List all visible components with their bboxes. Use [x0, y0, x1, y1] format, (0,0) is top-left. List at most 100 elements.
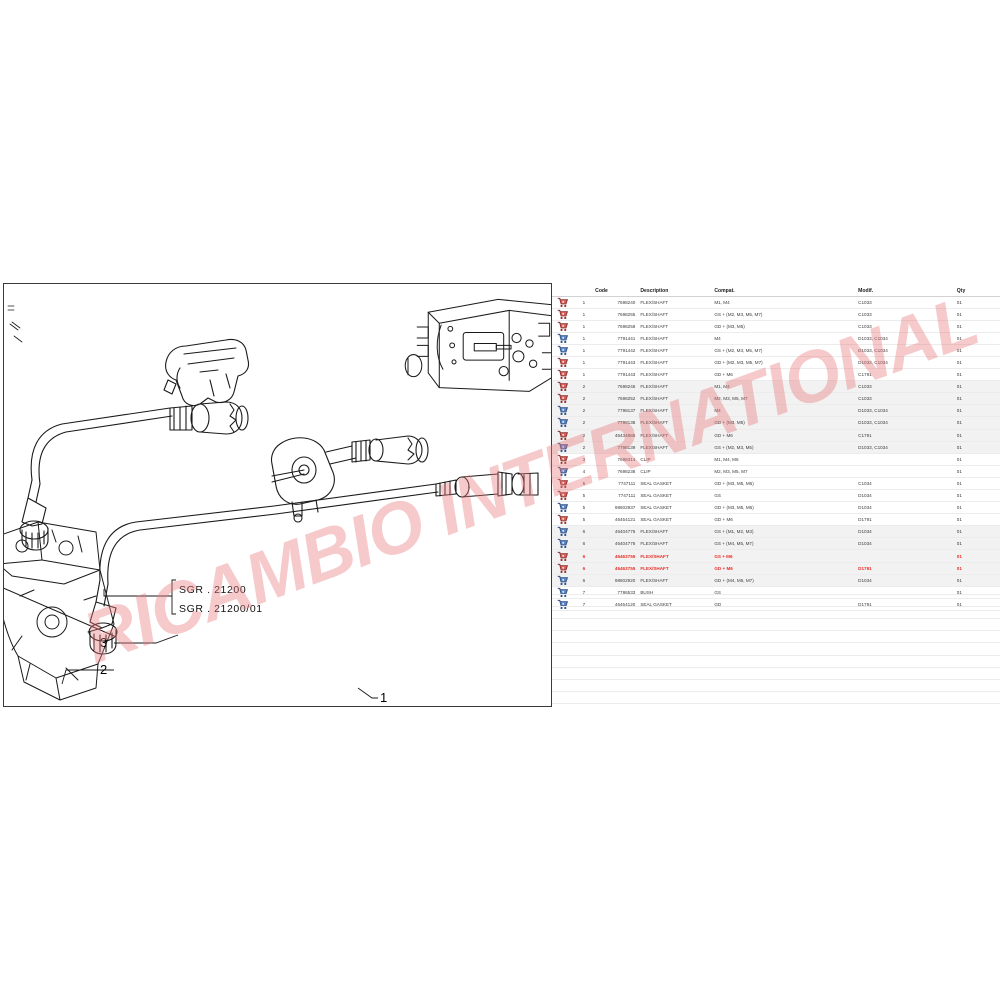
cell-description: FLEX/SHAFT — [640, 320, 715, 333]
cell-description: SEAL GASKET — [640, 598, 715, 611]
cell-modif: D1033, C1034 — [858, 344, 957, 357]
cell-order-icon[interactable] — [552, 441, 573, 454]
header-code: Code — [595, 283, 641, 297]
cell-qty: 01 — [956, 513, 1000, 527]
cell-position: 5 — [572, 501, 596, 515]
cell-order-icon[interactable] — [552, 537, 573, 551]
cell-modif: D1791 — [858, 562, 957, 575]
cell-qty: 01 — [956, 562, 1000, 575]
table-header-row: Code Description Compat. Modif. Qty — [552, 283, 1000, 297]
callout-1: 1 — [380, 690, 388, 705]
cell-compat: GD + (M3, M5) — [714, 320, 859, 333]
cart-red-icon — [557, 563, 568, 573]
cell-order-icon[interactable] — [552, 586, 573, 599]
shaft-connector-body-drawing — [270, 435, 429, 523]
cell-order-icon[interactable] — [552, 465, 573, 478]
cell-order-icon[interactable] — [552, 513, 573, 527]
cell-qty: 01 — [956, 320, 1000, 333]
cell-order-icon[interactable] — [552, 308, 573, 321]
cell-compat: GD + (M3, M5, M6) — [714, 501, 859, 515]
cell-position: 2 — [572, 429, 596, 442]
cell-modif: C1034 — [858, 477, 957, 491]
cart-red-icon — [557, 551, 568, 561]
cell-order-icon[interactable] — [552, 416, 573, 430]
cell-modif: C1033 — [858, 392, 957, 406]
cell-modif: C1033 — [858, 380, 957, 394]
empty-table-row — [552, 619, 1000, 632]
cell-order-icon[interactable] — [552, 489, 573, 503]
callout-3: 3 — [100, 635, 108, 650]
empty-table-row — [552, 595, 1000, 608]
cell-order-icon[interactable] — [552, 429, 573, 442]
cell-position: 1 — [572, 308, 596, 321]
cell-code: 7698314 — [595, 453, 641, 466]
cell-compat: M4 — [714, 404, 859, 418]
cell-position: 1 — [572, 332, 596, 345]
cell-code: 7698240 — [595, 296, 641, 309]
cell-qty: 01 — [956, 477, 1000, 491]
cell-order-icon[interactable] — [552, 477, 573, 491]
cell-order-icon[interactable] — [552, 368, 573, 382]
cell-order-icon[interactable] — [552, 392, 573, 406]
cell-order-icon[interactable] — [552, 549, 573, 563]
cell-order-icon[interactable] — [552, 344, 573, 357]
cell-position: 2 — [572, 416, 596, 430]
cell-compat: GS + (M2, M3, M5, M7) — [714, 308, 859, 321]
cell-qty: 01 — [956, 404, 1000, 418]
cell-order-icon[interactable] — [552, 296, 573, 309]
cell-order-icon[interactable] — [552, 404, 573, 418]
cart-blue-icon — [557, 539, 568, 549]
cell-compat: GS + (M4, M5, M7) — [714, 537, 859, 551]
cell-compat: GD + M6 — [714, 562, 859, 575]
cell-order-icon[interactable] — [552, 598, 573, 611]
empty-table-row — [552, 656, 1000, 668]
cell-qty: 01 — [956, 441, 1000, 454]
cart-red-icon — [557, 430, 568, 440]
cell-order-icon[interactable] — [552, 332, 573, 345]
cell-description: FLEX/SHAFT — [640, 562, 715, 575]
cell-order-icon[interactable] — [552, 501, 573, 515]
cell-order-icon[interactable] — [552, 356, 573, 370]
cell-order-icon[interactable] — [552, 380, 573, 394]
cell-position: 1 — [572, 356, 596, 370]
cell-qty: 01 — [956, 380, 1000, 394]
cell-compat: M1, M4 — [714, 296, 859, 309]
cell-order-icon[interactable] — [552, 562, 573, 575]
cell-order-icon[interactable] — [552, 574, 573, 587]
cell-description: SEAL GASKET — [640, 501, 715, 515]
cell-compat: GD + (M4, M5, M7) — [714, 574, 859, 587]
cart-blue-icon — [557, 587, 568, 597]
cell-order-icon[interactable] — [552, 320, 573, 333]
cell-modif: C1033 — [858, 308, 957, 321]
cart-red-icon — [557, 297, 568, 307]
cell-order-icon[interactable] — [552, 525, 573, 539]
cell-order-icon[interactable] — [552, 453, 573, 466]
cell-code: 7798138 — [595, 416, 641, 430]
